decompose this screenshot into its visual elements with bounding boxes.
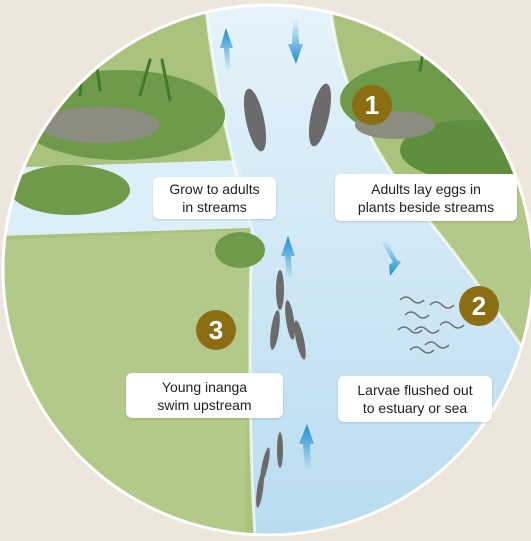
callout-grow: Grow to adults in streams bbox=[153, 177, 276, 219]
step-3-badge: 3 bbox=[196, 310, 236, 350]
step-1-line-2: plants beside streams bbox=[358, 198, 494, 216]
step-2-badge: 2 bbox=[459, 286, 499, 326]
step-3-line-2: swim upstream bbox=[157, 396, 251, 414]
grow-line-2: in streams bbox=[182, 198, 247, 216]
callout-step-1: Adults lay eggs in plants beside streams bbox=[335, 174, 517, 221]
step-1-line-1: Adults lay eggs in bbox=[371, 180, 481, 198]
callout-step-2: Larvae flushed out to estuary or sea bbox=[338, 376, 492, 422]
step-2-line-2: to estuary or sea bbox=[363, 399, 467, 417]
step-1-badge: 1 bbox=[352, 85, 392, 125]
step-3-line-1: Young inanga bbox=[162, 378, 247, 396]
step-2-line-1: Larvae flushed out bbox=[357, 381, 472, 399]
grow-line-1: Grow to adults bbox=[169, 180, 259, 198]
callout-step-3: Young inanga swim upstream bbox=[126, 373, 283, 418]
